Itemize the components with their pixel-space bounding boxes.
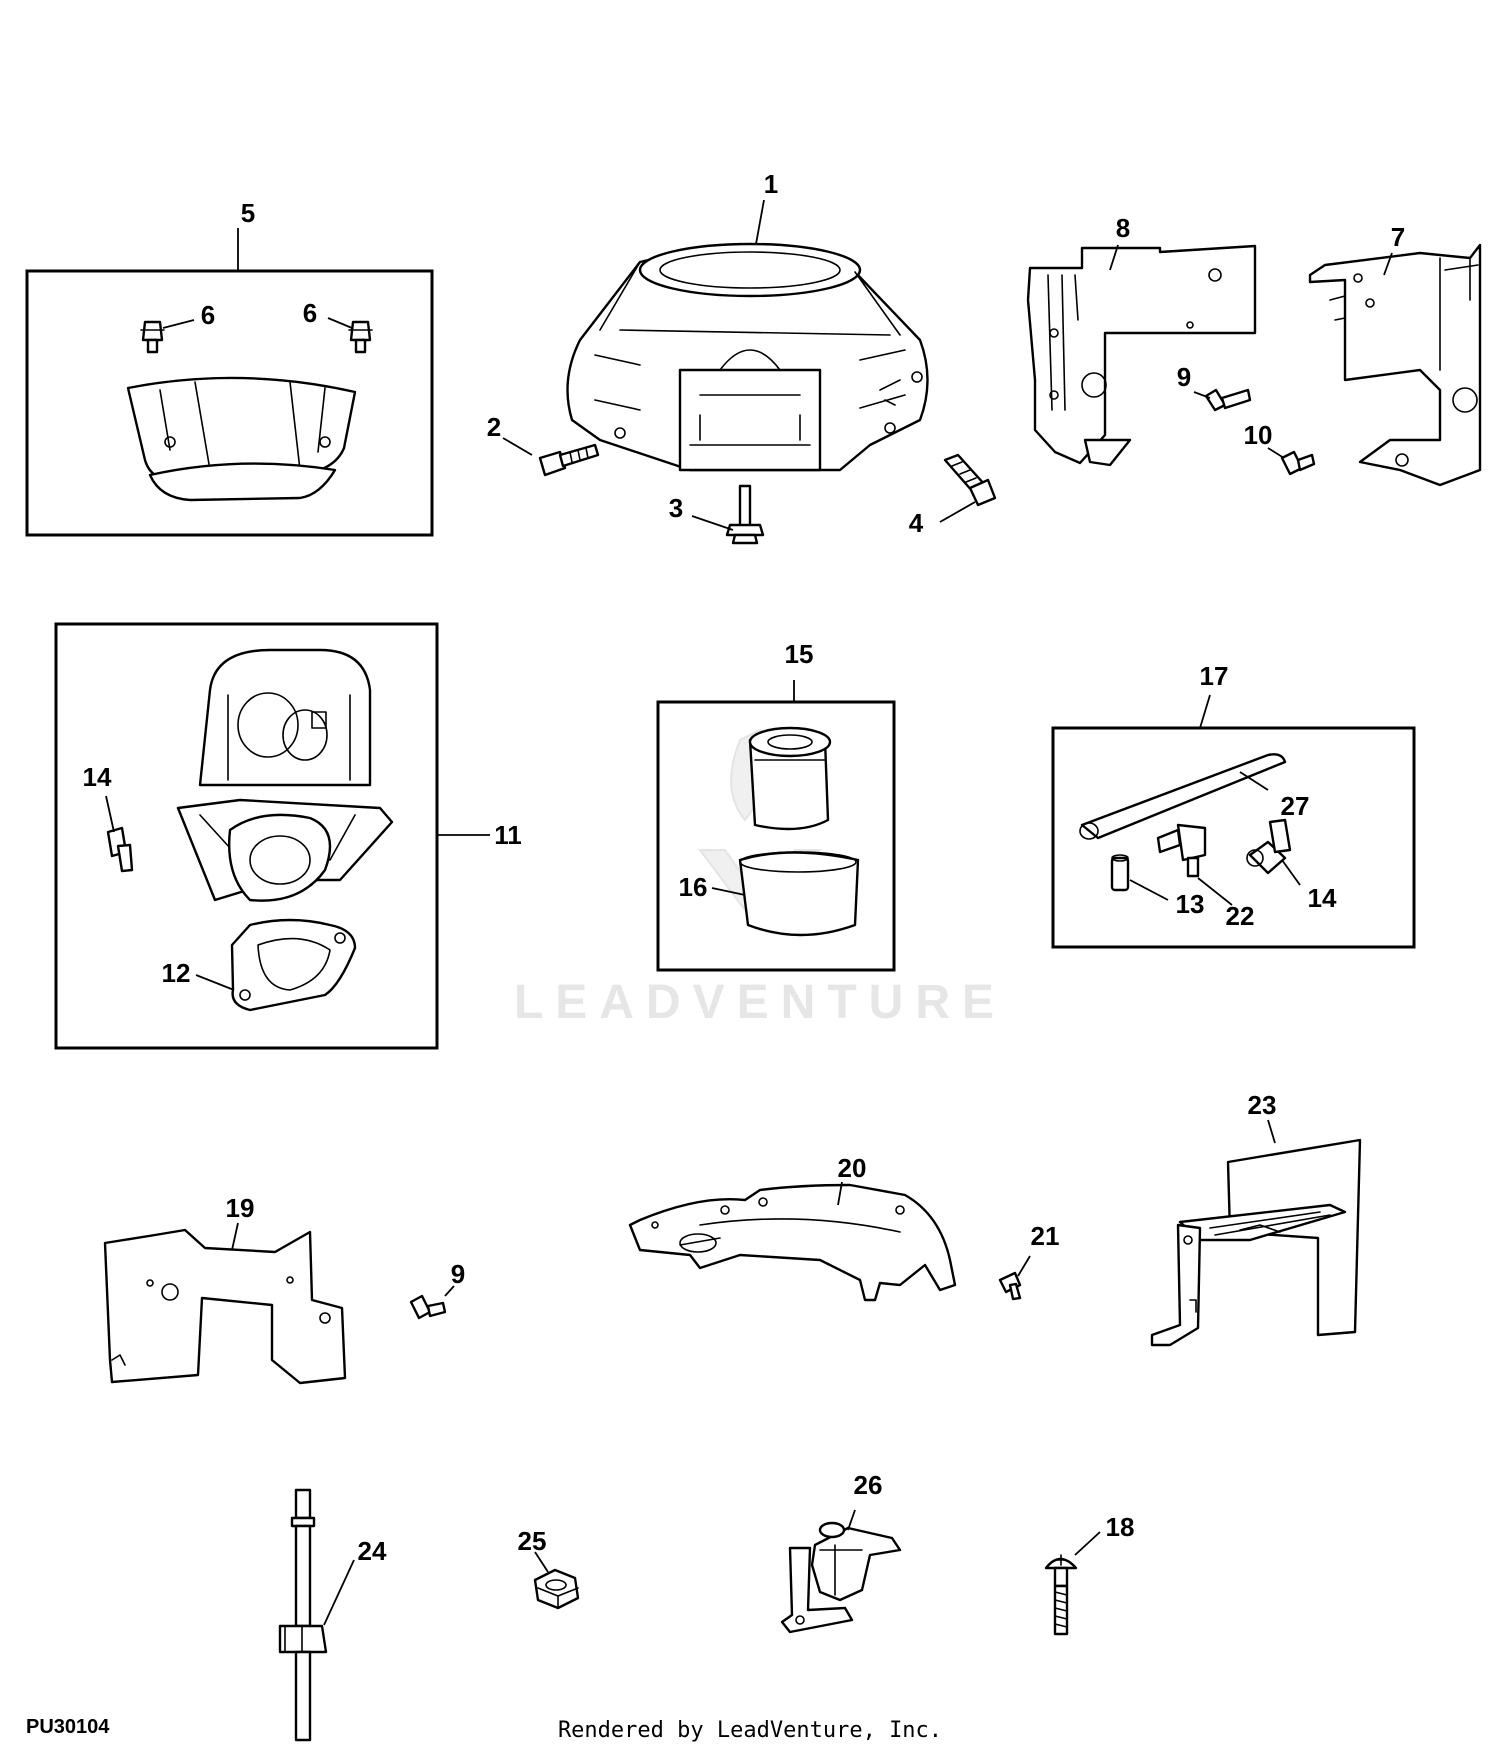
callout-5: 5	[241, 198, 255, 228]
part-7-baffle	[1308, 243, 1482, 487]
part-24-stud	[278, 1488, 328, 1742]
part-2-bolt	[538, 443, 600, 477]
callout-6-b: 6	[303, 298, 317, 328]
part-13-grommet	[1110, 854, 1130, 892]
callout-17: 17	[1200, 661, 1229, 691]
part-23-guard	[1150, 1138, 1362, 1347]
callout-12: 12	[162, 958, 191, 988]
part-9-screw-a	[1204, 388, 1252, 412]
watermark-text: LEADVENTURE	[514, 976, 1006, 1029]
callout-10: 10	[1244, 420, 1273, 450]
render-credit: Rendered by LeadVenture, Inc.	[557, 1718, 943, 1743]
part-17-kit: 17 27 13 22 14	[1051, 661, 1416, 949]
part-27-hose	[1079, 753, 1287, 840]
callout-26: 26	[854, 1470, 883, 1500]
part-5-box	[25, 269, 434, 537]
part-6-fastener-a	[140, 320, 165, 354]
part-10-screw	[1280, 450, 1316, 476]
callout-9-a: 9	[1177, 362, 1191, 392]
part-16-precleaner	[738, 851, 860, 937]
callout-20: 20	[838, 1153, 867, 1183]
part-22-valve	[1156, 823, 1207, 878]
part-4-bolt	[943, 453, 997, 507]
part-17-box	[1051, 726, 1416, 949]
callout-9-b: 9	[451, 1259, 465, 1289]
part-15-kit: 15 16	[656, 639, 896, 972]
part-9-screw-b	[409, 1294, 447, 1320]
callout-13: 13	[1176, 889, 1205, 919]
part-20-plate	[628, 1183, 957, 1302]
callout-14-b: 14	[1308, 883, 1337, 913]
part-18-screw	[1044, 1554, 1078, 1636]
part-11-box	[54, 622, 439, 1050]
part-8-baffle	[1026, 244, 1257, 467]
part-3-stud	[725, 484, 765, 545]
part-6-fastener-b	[348, 320, 373, 354]
callout-3: 3	[669, 493, 683, 523]
callout-18: 18	[1106, 1512, 1135, 1542]
part-14-fitting-b	[1246, 818, 1292, 875]
callout-4: 4	[909, 508, 924, 538]
part-19-bracket	[103, 1228, 347, 1385]
callout-1: 1	[764, 169, 778, 199]
callout-22: 22	[1226, 901, 1255, 931]
callout-11: 11	[494, 820, 522, 850]
part-14-fitting-a	[106, 826, 134, 873]
callout-19: 19	[226, 1193, 255, 1223]
part-11-kit: 11 14 12	[54, 622, 522, 1050]
part-15-box	[656, 700, 896, 972]
callout-24: 24	[358, 1536, 387, 1566]
callout-16: 16	[679, 872, 708, 902]
callout-14-a: 14	[83, 762, 112, 792]
callout-8: 8	[1116, 213, 1130, 243]
callout-21: 21	[1031, 1221, 1060, 1251]
part-26-bracket	[780, 1521, 902, 1634]
part-5-kit: 5 6 6	[25, 198, 434, 537]
callout-27: 27	[1281, 791, 1310, 821]
part-21-screw	[998, 1271, 1022, 1301]
callout-23: 23	[1248, 1090, 1277, 1120]
watermark: LEADVENTURE	[514, 728, 1006, 1029]
callout-15: 15	[785, 639, 814, 669]
part-1-blower-housing	[566, 242, 929, 472]
callout-2: 2	[487, 412, 501, 442]
callout-7: 7	[1391, 222, 1405, 252]
callout-6-a: 6	[201, 300, 215, 330]
part-12-gasket	[230, 918, 357, 1012]
diagram-id: PU30104	[26, 1716, 110, 1738]
callout-25: 25	[518, 1526, 547, 1556]
part-25-nut	[533, 1568, 580, 1610]
